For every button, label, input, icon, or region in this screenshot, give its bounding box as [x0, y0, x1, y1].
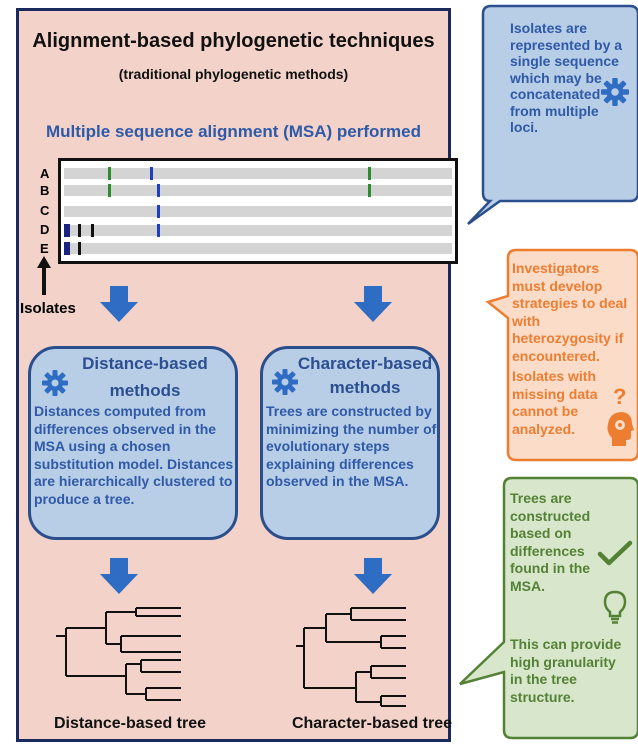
lightbulb-icon — [603, 590, 627, 624]
isolate-label-d: D — [40, 222, 50, 237]
down-arrow-icon — [354, 558, 392, 594]
head-gears-icon — [607, 412, 634, 446]
character-method-title-2: methods — [329, 378, 401, 397]
msa-mark — [157, 184, 160, 197]
msa-mark — [78, 242, 81, 255]
isolate-label-e: E — [40, 241, 49, 256]
up-arrow-icon — [37, 256, 51, 295]
msa-mark — [64, 224, 70, 237]
character-tree-label: Character-based tree — [291, 715, 453, 732]
character-method-title-1: Character-based — [297, 354, 433, 373]
main-subtitle: (traditional phylogenetic methods) — [118, 66, 349, 82]
distance-method-title-1: Distance-based — [82, 354, 208, 373]
msa-mark — [157, 224, 160, 237]
question-mark-icon: ? — [613, 384, 627, 409]
isolate-label-b: B — [40, 183, 50, 198]
orange-callout-text-1: Investigators must develop strategies to… — [512, 260, 628, 364]
checkmark-icon — [597, 540, 633, 566]
character-method-description: Trees are constructed by minimizing the … — [266, 403, 437, 489]
msa-mark — [368, 184, 371, 197]
msa-row-b — [64, 185, 452, 196]
msa-mark — [150, 167, 153, 180]
msa-row-a — [64, 168, 452, 179]
msa-mark — [108, 167, 111, 180]
distance-tree-label: Distance-based tree — [53, 715, 207, 732]
msa-row-c — [64, 206, 452, 217]
msa-row-e — [64, 243, 452, 254]
msa-row-d — [64, 225, 452, 236]
isolates-caption: Isolates — [20, 300, 76, 317]
down-arrow-icon — [100, 286, 138, 322]
distance-method-description: Distances computed from differences obse… — [34, 403, 234, 507]
blue-callout-text: Isolates are represented by a single seq… — [510, 20, 623, 135]
green-callout-text-1: Trees are constructed based on differenc… — [510, 490, 591, 594]
down-arrow-icon — [100, 558, 138, 594]
msa-mark — [91, 224, 94, 237]
gear-icon — [272, 369, 298, 395]
msa-mark — [157, 205, 160, 218]
orange-callout-text-2: Isolates with missing data cannot be ana… — [512, 368, 598, 437]
gear-icon — [601, 78, 629, 106]
distance-tree — [56, 607, 181, 701]
msa-mark — [368, 167, 371, 180]
isolate-label-c: C — [40, 203, 50, 218]
msa-mark — [108, 184, 111, 197]
green-callout-text-2: This can provide high granularity in the… — [510, 636, 622, 705]
down-arrow-icon — [354, 286, 392, 322]
msa-mark — [78, 224, 81, 237]
distance-method-title-2: methods — [109, 381, 181, 400]
gear-icon — [42, 370, 68, 396]
msa-mark — [64, 242, 70, 255]
isolate-label-a: A — [40, 166, 50, 181]
msa-heading: Multiple sequence alignment (MSA) perfor… — [46, 122, 421, 141]
main-title: Alignment-based phylogenetic techniques — [32, 30, 435, 52]
character-tree — [296, 607, 406, 707]
